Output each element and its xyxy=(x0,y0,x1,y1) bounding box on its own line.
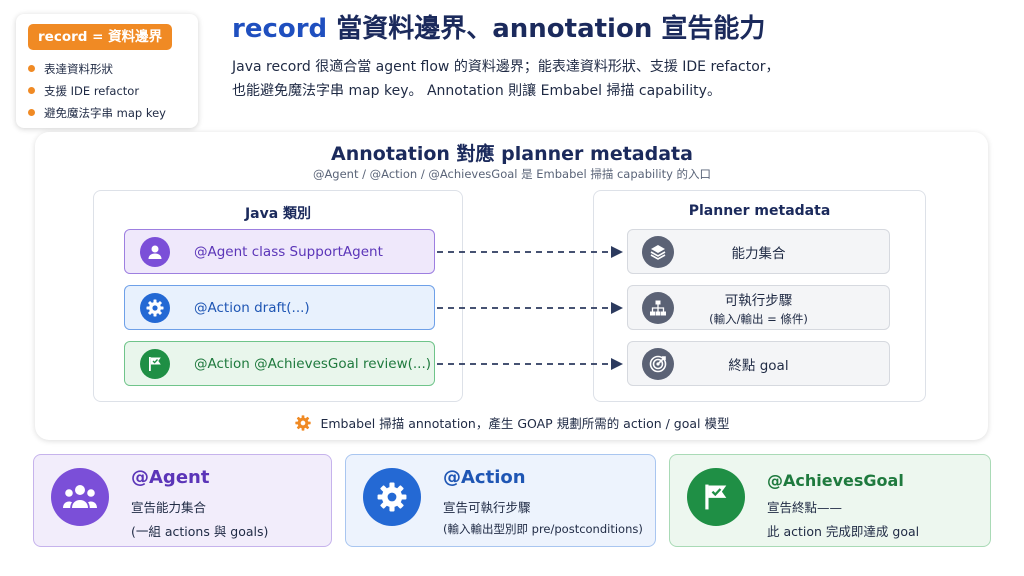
layers-icon xyxy=(642,235,674,268)
card-body: @Agent 宣告能力集合 (一組 actions 與 goals) xyxy=(131,467,268,540)
note-tag: record = 資料邊界 xyxy=(28,24,173,50)
diagram-footer-text: Embabel 掃描 annotation，產生 GOAP 規劃所需的 acti… xyxy=(320,416,730,431)
java-row-action: @Action draft(...) xyxy=(124,285,435,330)
target-icon xyxy=(642,347,674,380)
card-line: 宣告能力集合 xyxy=(131,500,207,515)
note-card: record = 資料邊界 表達資料形狀 支援 IDE refactor 避免魔… xyxy=(16,14,198,128)
note-item: 支援 IDE refactor xyxy=(28,83,139,99)
note-item: 避免魔法字串 map key xyxy=(28,105,166,121)
note-item-label: 表達資料形狀 xyxy=(44,62,113,76)
java-row-label: @Agent class SupportAgent xyxy=(194,243,383,260)
subtitle-line-1: Java record 很適合當 agent flow 的資料邊界；能表達資料形… xyxy=(232,59,780,75)
hierarchy-icon xyxy=(642,291,674,324)
card-line: (輸入輸出型別即 pre/postconditions) xyxy=(443,522,643,536)
arrow-head xyxy=(611,246,623,258)
title-keyword: record xyxy=(232,14,328,44)
subtitle-line-2: 也能避免魔法字串 map key。 Annotation 則讓 Embabel … xyxy=(232,83,721,99)
group-icon xyxy=(51,468,109,526)
gear-icon xyxy=(363,468,421,526)
page-title: record 當資料邊界、annotation 宣告能力 xyxy=(232,8,765,45)
card-line: (一組 actions 與 goals) xyxy=(131,524,269,539)
card-heading: @Agent xyxy=(131,467,210,488)
java-column-title: Java 類別 xyxy=(244,206,312,222)
java-row-label: @Action draft(...) xyxy=(194,299,310,316)
card-line: 宣告可執行步驟 xyxy=(443,500,531,515)
bullet-dot xyxy=(28,65,35,72)
planner-column-title: Planner metadata xyxy=(688,203,831,219)
arrow-head xyxy=(611,302,623,314)
user-icon xyxy=(140,236,170,267)
note-item: 表達資料形狀 xyxy=(28,61,113,77)
card-heading: @Action xyxy=(443,467,526,488)
planner-row-label: 能力集合 xyxy=(731,245,786,262)
bullet-dot xyxy=(28,87,35,94)
java-row-goal: @Action @AchievesGoal review(...) xyxy=(124,341,435,386)
card-line: 此 action 完成即達成 goal xyxy=(767,524,920,539)
diagram-subtitle: @Agent / @Action / @AchievesGoal 是 Embab… xyxy=(312,167,712,181)
diagram-footer: Embabel 掃描 annotation，產生 GOAP 規劃所需的 acti… xyxy=(0,413,1024,432)
card-body: @Action 宣告可執行步驟 (輸入輸出型別即 pre/postconditi… xyxy=(443,467,643,537)
planner-row-label: 終點 goal xyxy=(728,357,789,374)
gear-icon xyxy=(295,415,312,431)
arrow-head xyxy=(611,358,623,370)
mapping-arrows xyxy=(437,246,623,370)
java-row-label: @Action @AchievesGoal review(...) xyxy=(194,355,432,372)
planner-row-goal: 終點 goal xyxy=(627,341,890,386)
card-agent: @Agent 宣告能力集合 (一組 actions 與 goals) xyxy=(33,454,332,547)
flag-icon xyxy=(140,348,170,379)
gear-icon xyxy=(140,292,170,323)
card-line: 宣告終點—— xyxy=(767,500,843,515)
planner-row-label: 可執行步驟 xyxy=(724,292,793,309)
flag-icon xyxy=(687,468,745,526)
planner-row-sublabel: (輸入/輸出 = 條件) xyxy=(709,311,808,326)
planner-row-steps: 可執行步驟 (輸入/輸出 = 條件) xyxy=(627,285,890,330)
bullet-dot xyxy=(28,109,35,116)
title-rest: 當資料邊界、annotation 宣告能力 xyxy=(327,14,766,44)
planner-row-capabilities: 能力集合 xyxy=(627,229,890,274)
note-item-label: 避免魔法字串 map key xyxy=(44,106,166,120)
note-item-label: 支援 IDE refactor xyxy=(44,84,140,98)
diagram-title: Annotation 對應 planner metadata xyxy=(331,143,693,165)
card-action: @Action 宣告可執行步驟 (輸入輸出型別即 pre/postconditi… xyxy=(345,454,656,547)
card-body: @AchievesGoal 宣告終點—— 此 action 完成即達成 goal xyxy=(767,467,919,540)
card-heading: @AchievesGoal xyxy=(767,471,904,490)
planner-row-text: 可執行步驟 (輸入/輸出 = 條件) xyxy=(674,289,889,327)
java-row-agent: @Agent class SupportAgent xyxy=(124,229,435,274)
card-achieves-goal: @AchievesGoal 宣告終點—— 此 action 完成即達成 goal xyxy=(669,454,991,547)
